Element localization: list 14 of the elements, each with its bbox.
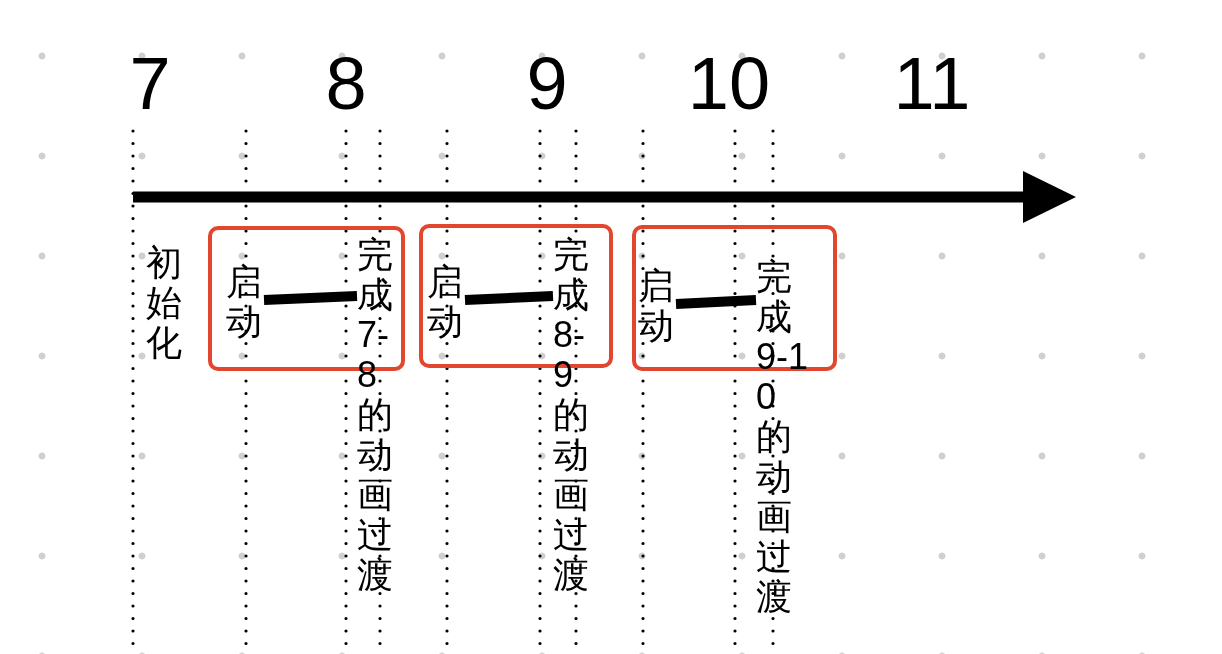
tick-number: 7 — [129, 47, 171, 121]
step-label: 启动 — [226, 262, 264, 342]
connector-line — [464, 291, 554, 305]
highlight-box — [632, 225, 837, 371]
connector-line — [263, 291, 358, 305]
tick-number: 10 — [687, 47, 771, 121]
tick-number: 9 — [526, 47, 568, 121]
tick-number: 11 — [893, 47, 971, 121]
stage-label: 初始化 — [146, 243, 183, 363]
step-description: 完成9-10的动画过渡 — [756, 257, 810, 617]
tick-number: 8 — [325, 47, 367, 121]
step-label: 启动 — [427, 262, 465, 342]
connector-line — [675, 295, 757, 309]
step-label: 启动 — [638, 266, 676, 346]
